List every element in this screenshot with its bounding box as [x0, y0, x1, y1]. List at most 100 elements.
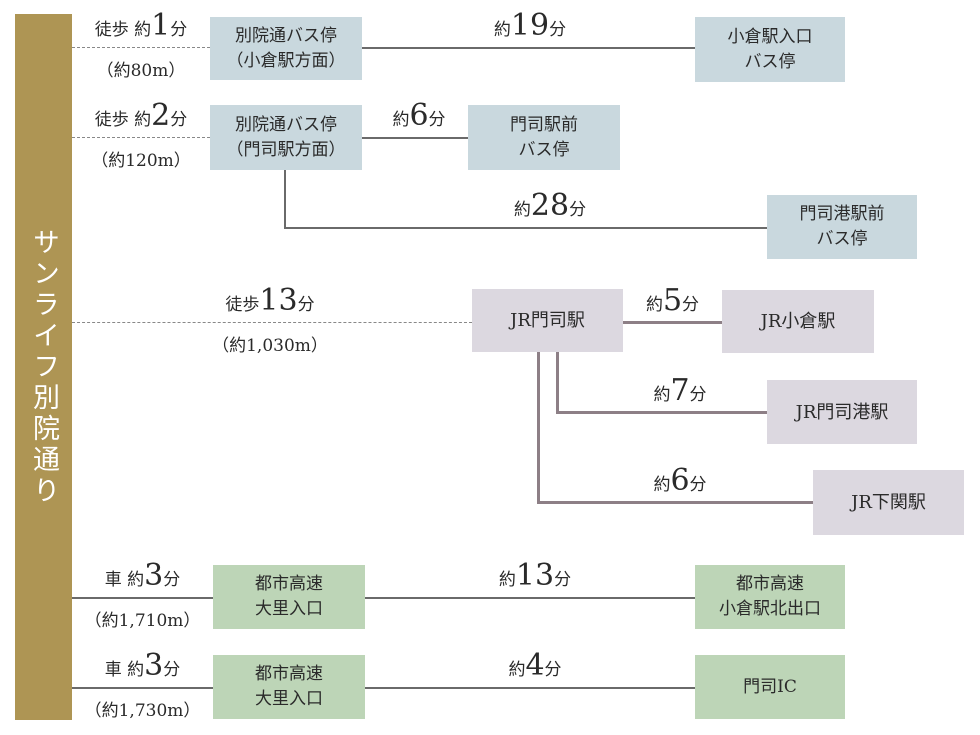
station-jr-shimonoseki[interactable]: JR下関駅 [813, 470, 964, 535]
walk-prefix: 徒歩 約 [94, 110, 152, 130]
bus-stop-mojiko-station[interactable]: 門司港駅前 バス停 [767, 195, 917, 259]
ride-minutes: 6 [670, 463, 690, 498]
ride-prefix: 約 [392, 110, 410, 130]
ride-time-bus2-moji-station: 約6分 [370, 98, 468, 133]
walk-unit: 分 [170, 20, 188, 40]
drive-distance-car1: （約1,710m） [84, 611, 201, 631]
route-line-jr-kokura [623, 321, 722, 324]
ride-unit: 分 [689, 385, 707, 405]
dest-name: 門司駅前 [510, 114, 578, 135]
walk-time-bus2: 徒歩 約2分 [72, 98, 210, 133]
ride-minutes: 4 [525, 648, 545, 683]
ride-unit: 分 [554, 570, 572, 590]
ride-unit: 分 [569, 200, 587, 220]
station-jr-moji[interactable]: JR門司駅 [472, 289, 623, 352]
stop-name: 別院通バス停 [235, 25, 337, 46]
dest-type: バス停 [744, 51, 796, 72]
highway-exit-kokura-north[interactable]: 都市高速 小倉駅北出口 [695, 565, 845, 629]
walk-connector-bus1 [72, 47, 210, 48]
walk-prefix: 徒歩 [225, 295, 260, 315]
drive-prefix: 車 約 [104, 570, 145, 590]
walk-prefix: 徒歩 約 [94, 20, 152, 40]
drive-time-car2: 車 約3分 [72, 648, 213, 683]
exit-name: 小倉駅北出口 [719, 599, 821, 619]
walk-unit: 分 [297, 295, 315, 315]
drive-distance-car2: （約1,730m） [84, 701, 201, 721]
ride-prefix: 約 [645, 295, 663, 315]
route-line-car1 [365, 597, 695, 599]
bus-stop-betsuin-moji[interactable]: 別院通バス停 （門司駅方面） [210, 105, 362, 170]
walk-distance-bus2: （約120m） [91, 151, 191, 171]
dest-name: 門司港駅前 [799, 204, 885, 224]
route-line-car2 [365, 687, 695, 689]
route-line-jr-mojiko [556, 411, 767, 414]
walk-connector-bus2 [72, 137, 210, 138]
ride-time-jr-kokura: 約5分 [625, 283, 720, 318]
bus-stop-kokura-station-entrance[interactable]: 小倉駅入口 バス停 [695, 17, 845, 82]
ride-time-jr-mojiko: 約7分 [625, 373, 735, 408]
bus-stop-betsuin-kokura[interactable]: 別院通バス停 （小倉駅方面） [210, 17, 362, 80]
ride-time-jr-shimonoseki: 約6分 [625, 463, 735, 498]
walk-minutes: 13 [259, 283, 298, 318]
highway-name: 都市高速 [255, 664, 323, 684]
ride-prefix: 約 [513, 200, 531, 220]
ride-prefix: 約 [508, 660, 526, 680]
ride-unit: 分 [549, 20, 567, 40]
ride-minutes: 7 [670, 373, 690, 408]
route-line-bus1 [362, 47, 695, 49]
ride-prefix: 約 [493, 20, 511, 40]
highway-entrance-dairi-2[interactable]: 都市高速 大里入口 [213, 655, 365, 719]
walk-distance-bus1: （約80m） [96, 61, 186, 81]
exit-name: 門司IC [743, 676, 797, 697]
ride-prefix: 約 [498, 570, 516, 590]
walk-time-bus1: 徒歩 約1分 [72, 8, 210, 43]
drive-connector-car2 [72, 687, 213, 689]
bus-stop-moji-station[interactable]: 門司駅前 バス停 [468, 105, 620, 170]
ride-minutes: 6 [409, 98, 429, 133]
entrance-name: 大里入口 [255, 689, 323, 709]
drive-unit: 分 [163, 660, 181, 680]
highway-name: 都市高速 [736, 574, 804, 594]
dest-type: バス停 [816, 229, 868, 249]
route-branch-jr-shimonoseki [537, 352, 540, 503]
drive-prefix: 車 約 [104, 660, 145, 680]
ride-minutes: 19 [510, 8, 550, 43]
station-jr-kokura[interactable]: JR小倉駅 [722, 290, 874, 353]
ride-unit: 分 [428, 110, 446, 130]
stop-direction: （小倉駅方面） [226, 50, 346, 71]
drive-minutes: 3 [144, 558, 164, 593]
walk-connector-jr [72, 322, 472, 323]
stop-direction: （門司駅方面） [226, 139, 346, 160]
route-line-jr-shimonoseki [537, 501, 813, 504]
drive-connector-car1 [72, 597, 213, 599]
ride-prefix: 約 [653, 385, 671, 405]
stop-name: 別院通バス停 [235, 114, 337, 135]
walk-minutes: 1 [151, 8, 171, 43]
ride-minutes: 13 [515, 558, 555, 593]
ride-time-bus2-mojiko: 約28分 [470, 188, 630, 223]
station-jr-mojiko[interactable]: JR門司港駅 [767, 380, 917, 444]
walk-minutes: 2 [151, 98, 171, 133]
highway-exit-moji-ic[interactable]: 門司IC [695, 655, 845, 719]
dest-type: バス停 [518, 139, 570, 160]
drive-minutes: 3 [144, 648, 164, 683]
highway-name: 都市高速 [255, 574, 323, 594]
drive-unit: 分 [163, 570, 181, 590]
ride-minutes: 28 [530, 188, 570, 223]
dest-name: 小倉駅入口 [727, 26, 813, 47]
walk-unit: 分 [170, 110, 188, 130]
route-line-bus2-moji-station [362, 137, 468, 139]
walk-distance-jr: （約1,030m） [212, 336, 328, 356]
highway-entrance-dairi-1[interactable]: 都市高速 大里入口 [213, 565, 365, 629]
ride-unit: 分 [682, 295, 700, 315]
origin-label: サンライフ別院通り [28, 227, 59, 507]
drive-leg-time-car1: 約13分 [450, 558, 620, 593]
ride-unit: 分 [689, 475, 707, 495]
drive-leg-time-car2: 約4分 [460, 648, 610, 683]
route-line-bus2-mojiko [284, 227, 767, 229]
ride-minutes: 5 [662, 283, 683, 318]
drive-time-car1: 車 約3分 [72, 558, 213, 593]
entrance-name: 大里入口 [255, 599, 323, 619]
walk-time-jr: 徒歩13分 [180, 283, 360, 318]
route-branch-jr-mojiko [556, 352, 559, 413]
